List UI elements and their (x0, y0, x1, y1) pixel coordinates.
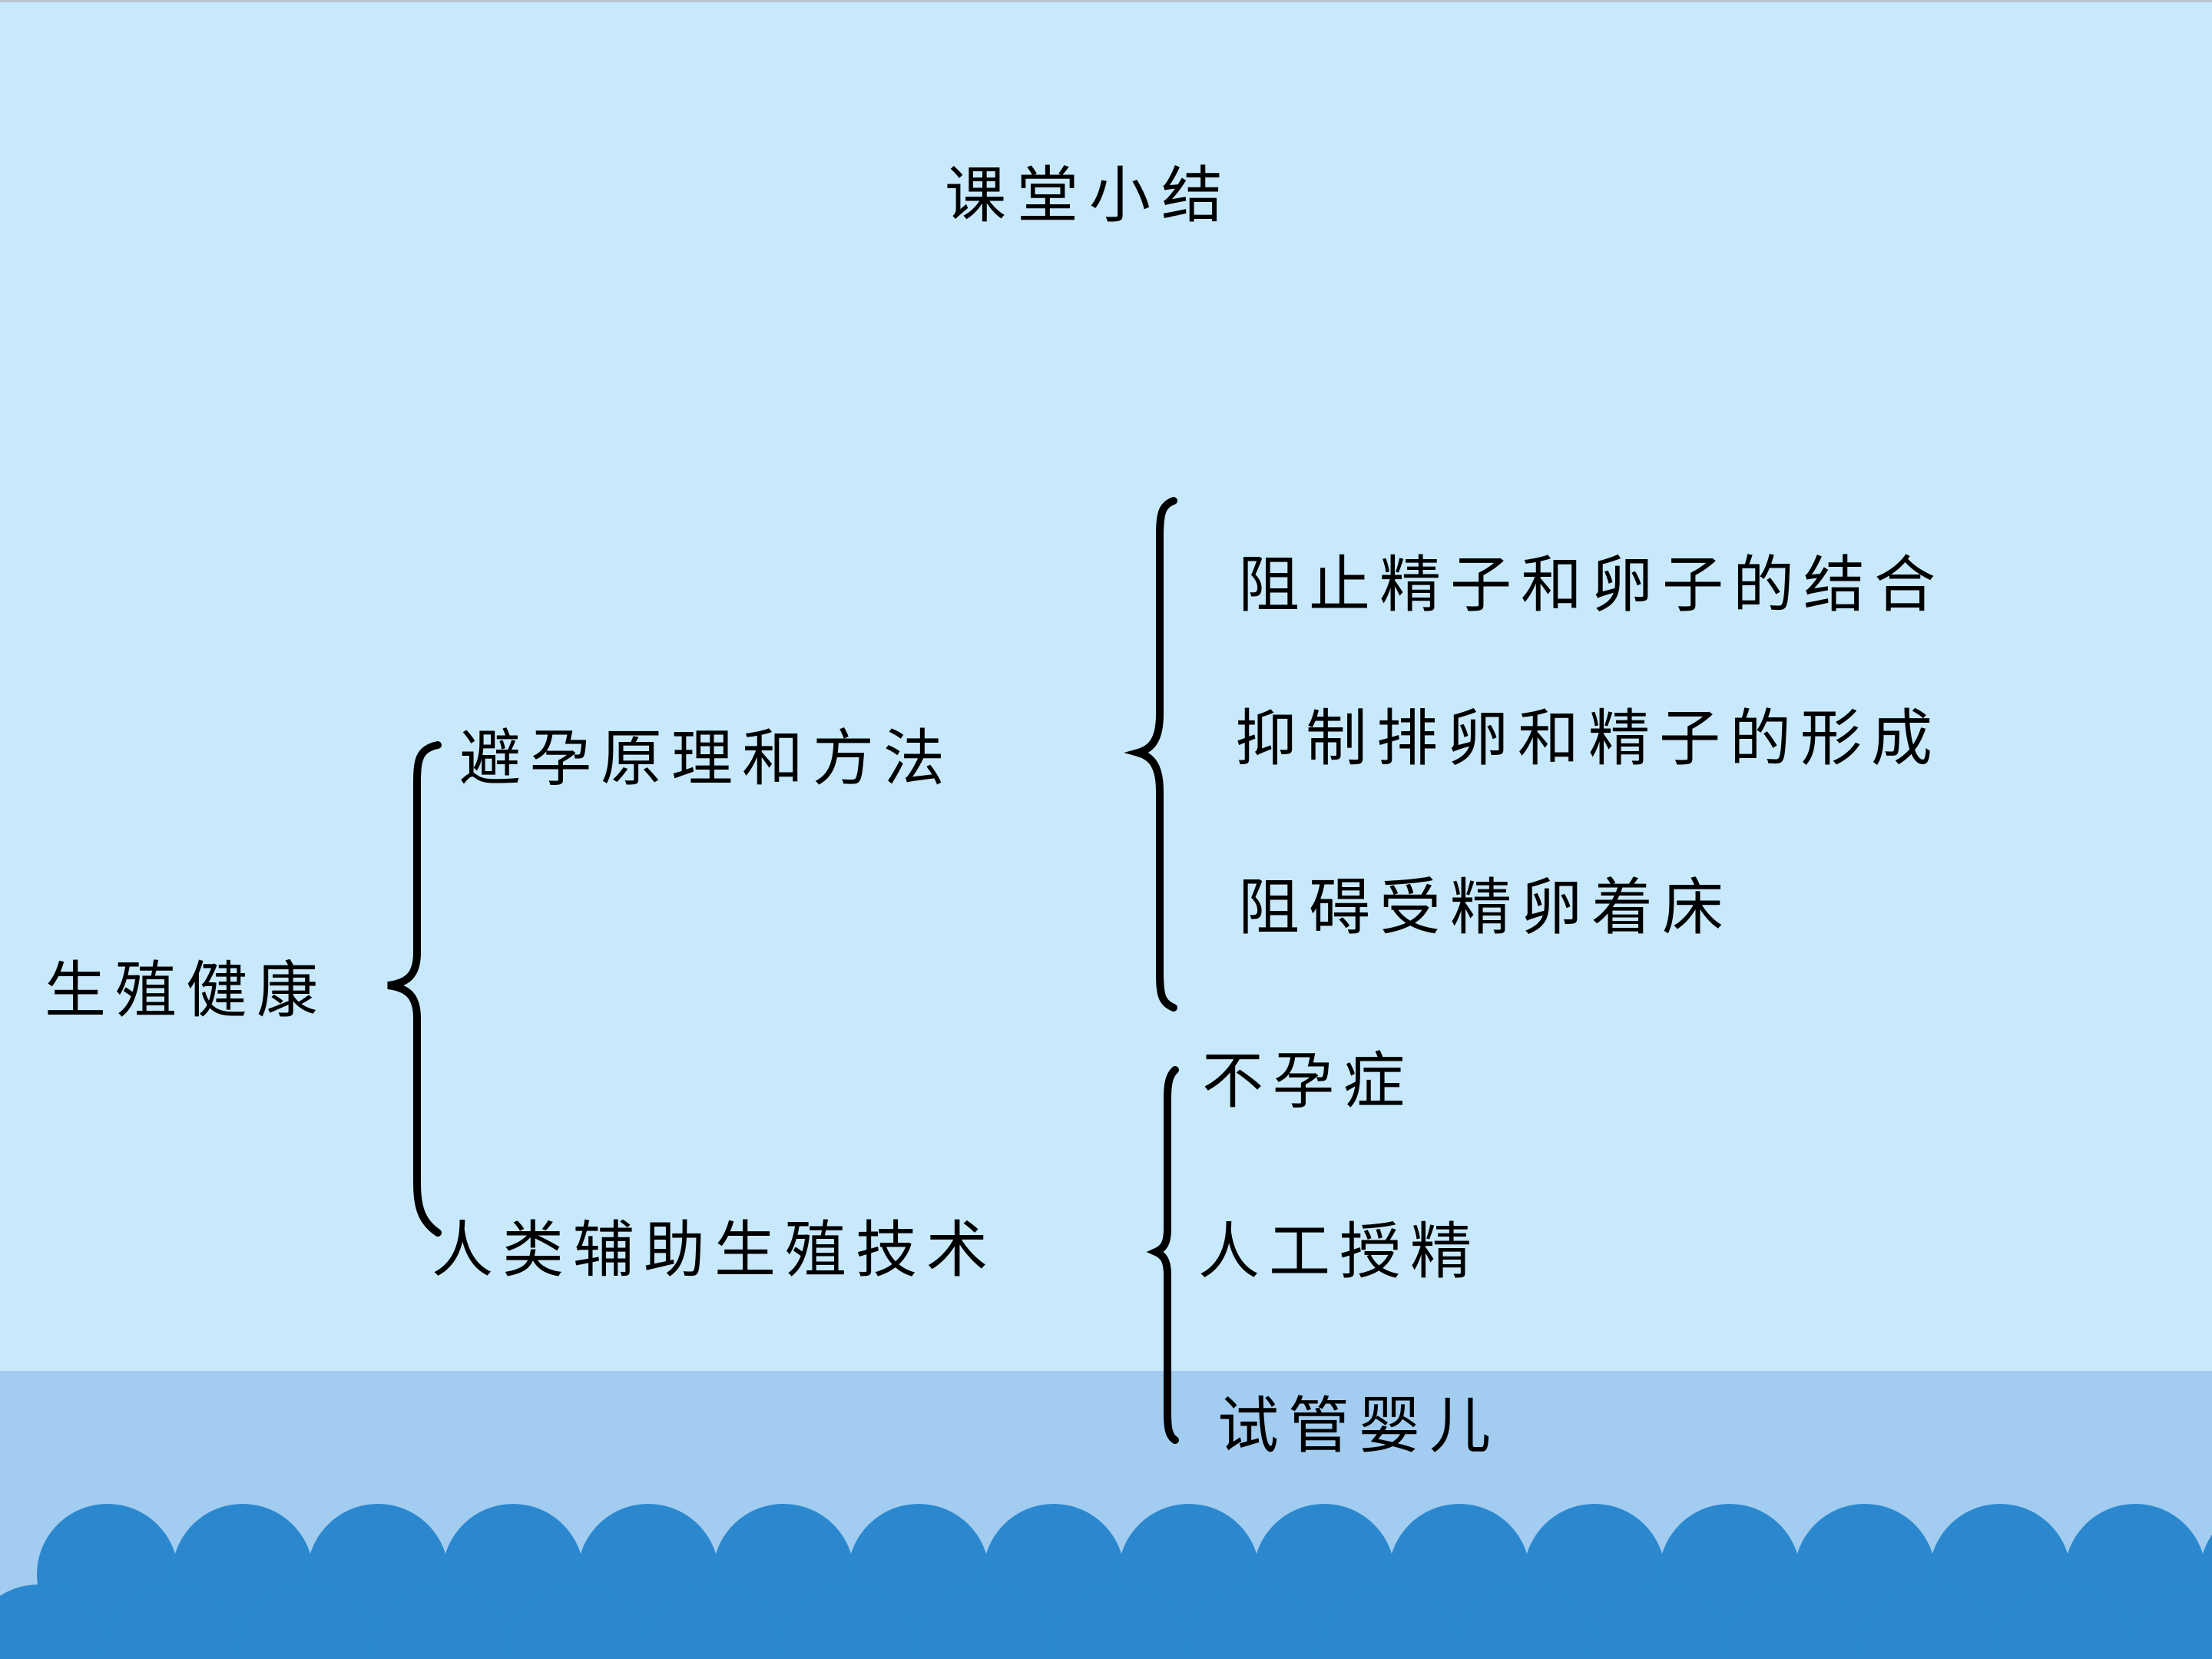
leaf-infertility: 不孕症 (1202, 1045, 1414, 1117)
top-border (0, 0, 2212, 2)
wave-scallop (1049, 1584, 1190, 1659)
wave-scallop (644, 1584, 785, 1659)
wave-scallop (779, 1584, 920, 1659)
wave-scallop (0, 1584, 109, 1659)
wave-scallop (238, 1584, 379, 1659)
root-node: 生殖健康 (45, 955, 327, 1026)
root-brace (387, 741, 442, 1237)
wave-scallop (1590, 1584, 1731, 1659)
wave-scallop (2131, 1584, 2212, 1659)
leaf-ivf: 试管婴儿 (1217, 1390, 1500, 1462)
wave-scallop (1725, 1584, 1866, 1659)
wave-scallop (1320, 1584, 1461, 1659)
slide-title: 课堂小结 (945, 160, 1233, 231)
wave-scallop (1184, 1584, 1326, 1659)
branch-2-brace (1146, 1066, 1179, 1444)
wave-scallop (1995, 1584, 2137, 1659)
branch-assisted-reproduction: 人类辅助生殖技术 (432, 1214, 997, 1286)
branch-1-brace (1124, 497, 1177, 1012)
wave-scallop (373, 1584, 515, 1659)
wave-scallop (103, 1584, 244, 1659)
wave-scallop (1455, 1584, 1596, 1659)
wave-decoration (0, 1504, 2212, 1659)
wave-scallop (1860, 1584, 2002, 1659)
leaf-prevent-implantation: 阻碍受精卵着床 (1238, 872, 1733, 943)
leaf-inhibit-ovulation: 抑制排卵和精子的形成 (1235, 703, 1942, 774)
leaf-artificial-insemination: 人工授精 (1198, 1216, 1481, 1287)
wave-scallop (508, 1584, 650, 1659)
leaf-block-fertilization: 阻止精子和卵子的结合 (1238, 549, 1945, 621)
branch-contraception: 避孕原理和方法 (459, 723, 954, 794)
wave-scallop (914, 1584, 1055, 1659)
